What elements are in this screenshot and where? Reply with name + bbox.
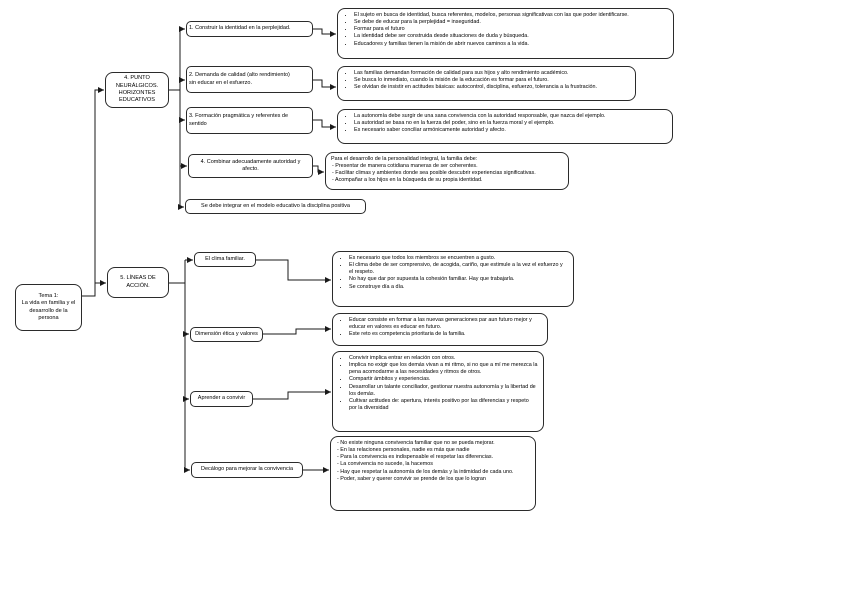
list-item: El sujeto en busca de identidad, busca r… [354, 12, 668, 19]
list-item: Este reto es competencia prioritaria de … [349, 331, 542, 338]
list-item: La autoridad se basa no en la fuerza del… [354, 120, 667, 127]
list-item: Se debe de educar para la perplejidad = … [354, 19, 668, 26]
bullet-list: Las familias demandan formación de calid… [343, 70, 630, 91]
list-item: Es necesario saber conciliar armónicamen… [354, 127, 667, 134]
subtopic-formacion-pragmatica: 3. Formación pragmática y referentes de … [186, 107, 313, 134]
detail-box-construir-identidad: El sujeto en busca de identidad, busca r… [337, 8, 674, 59]
list-item: Se olvidan de insistir en actitudes bási… [354, 84, 630, 91]
list-item: Educar consiste en formar a las nuevas g… [349, 317, 542, 331]
bullet-list: La autonomía debe surgir de una sana con… [343, 113, 667, 134]
list-item: Se busca lo inmediato, cuando la misión … [354, 77, 630, 84]
subtopic-combinar-autoridad-afecto: 4. Combinar adecuadamente autoridad y af… [188, 154, 313, 178]
dash-list: - No existe ninguna convivencia familiar… [336, 440, 530, 483]
list-item: La autonomía debe surgir de una sana con… [354, 113, 667, 120]
list-item: Es necesario que todos los miembros se e… [349, 255, 568, 262]
list-item: - Para la convivencia es indispensable e… [337, 454, 494, 461]
list-item: No hay que dar por supuesta la cohesión … [349, 276, 568, 283]
bullet-list: Es necesario que todos los miembros se e… [338, 255, 568, 291]
bullet-list: Educar consiste en formar a las nuevas g… [338, 317, 542, 338]
list-item: Cultivar actitudes de: apertura, interés… [349, 398, 538, 412]
list-item: - La convivencia no sucede, la hacemos [337, 461, 433, 468]
list-item: La identidad debe ser construida desde s… [354, 33, 668, 40]
list-item: Implica no exigir que los demás vivan a … [349, 362, 538, 376]
detail-box-aprender-convivir: Convivir implica entrar en relación con … [332, 351, 544, 432]
dash-list: - Presentar de manera cotidiana maneras … [331, 163, 563, 184]
list-item: - Poder, saber y querer convivir se pren… [337, 475, 486, 482]
bullet-list: Convivir implica entrar en relación con … [338, 355, 538, 412]
list-item: - En las relaciones personales, nadie es… [337, 447, 470, 454]
detail-box-dimension-etica: Educar consiste en formar a las nuevas g… [332, 313, 548, 346]
subtopic-dimension-etica: Dimensión ética y valores [190, 327, 263, 342]
list-item: Convivir implica entrar en relación con … [349, 355, 538, 362]
list-item: Las familias demandan formación de calid… [354, 70, 630, 77]
list-item: Se construye día a día. [349, 284, 568, 291]
list-item: - No existe ninguna convivencia familiar… [337, 440, 495, 446]
list-item: Formar para el futuro [354, 26, 668, 33]
list-item: El clima debe de ser comprensivo, de aco… [349, 262, 568, 276]
detail-box-clima-familiar: Es necesario que todos los miembros se e… [332, 251, 574, 307]
subtopic-construir-identidad: 1. Construir la identidad en la perpleji… [186, 21, 313, 37]
detail-heading: Para el desarrollo de la personalidad in… [331, 156, 478, 162]
subtopic-demanda-calidad: 2. Demanda de calidad (alto rendimiento)… [186, 66, 313, 93]
subtopic-disciplina-positiva: Se debe integrar en el modelo educativo … [185, 199, 366, 214]
bullet-list: El sujeto en busca de identidad, busca r… [343, 12, 668, 48]
list-item: - Hay que respetar la autonomía de los d… [337, 468, 514, 475]
list-item: - Acompañar a los hijos en la búsqueda d… [332, 177, 483, 184]
list-item: Compartir ámbitos y experiencias. [349, 376, 538, 383]
detail-box-demanda-calidad: Las familias demandan formación de calid… [337, 66, 636, 101]
subtopic-aprender-convivir: Aprender a convivir [190, 391, 253, 407]
subtopic-decalogo-convivencia: Decálogo para mejorar la convivencia [191, 462, 303, 478]
list-item: - Presentar de manera cotidiana maneras … [332, 163, 478, 170]
detail-box-combinar-autoridad-afecto: Para el desarrollo de la personalidad in… [325, 152, 569, 190]
root-node-tema-1: Tema 1: La vida en familia y el desarrol… [15, 284, 82, 331]
branch-node-puntos-neuralgicos: 4. PUNTO NEURÁLGICOS. HORIZONTES EDUCATI… [105, 72, 169, 108]
list-item: - Facilitar climas y ambientes donde sea… [332, 170, 536, 177]
subtopic-clima-familiar: El clima familiar. [194, 252, 256, 267]
list-item: Educadores y familias tienen la misión d… [354, 41, 668, 48]
detail-box-formacion-pragmatica: La autonomía debe surgir de una sana con… [337, 109, 673, 144]
list-item: Desarrollar un talante conciliador, gest… [349, 384, 538, 398]
branch-node-lineas-de-accion: 5. LÍNEAS DE ACCIÓN. [107, 267, 169, 298]
detail-box-decalogo-convivencia: - No existe ninguna convivencia familiar… [330, 436, 536, 511]
